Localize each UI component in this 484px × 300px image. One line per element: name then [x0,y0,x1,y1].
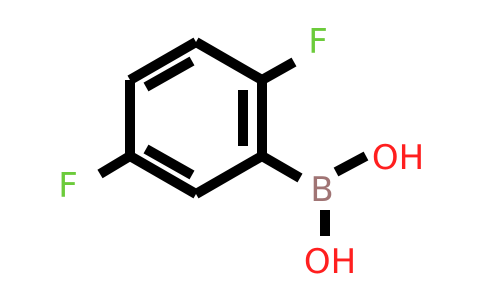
fluorine-label-top: F [308,22,328,62]
bond-c5-f [97,151,133,179]
double-bond-inner-bottom [143,144,195,180]
bond-c6-c1 [127,37,199,85]
boron-label: B [310,170,333,210]
hydroxyl-label-upper: OH [372,138,424,178]
fluorine-label-left: F [58,166,78,206]
bond-c3-c4 [193,151,265,199]
bond-c2-f [259,57,297,85]
atom-labels: F F B OH OH [58,22,424,282]
hydroxyl-label-lower: OH [304,242,356,282]
ring-bonds [125,37,267,199]
double-bond-inner-top [143,56,195,92]
substituent-bonds [97,57,369,236]
bond-c3-b [259,151,303,183]
bond-b-oh-upper [333,151,369,177]
bond-c1-c2 [193,37,265,85]
bond-c4-c5 [127,151,199,199]
